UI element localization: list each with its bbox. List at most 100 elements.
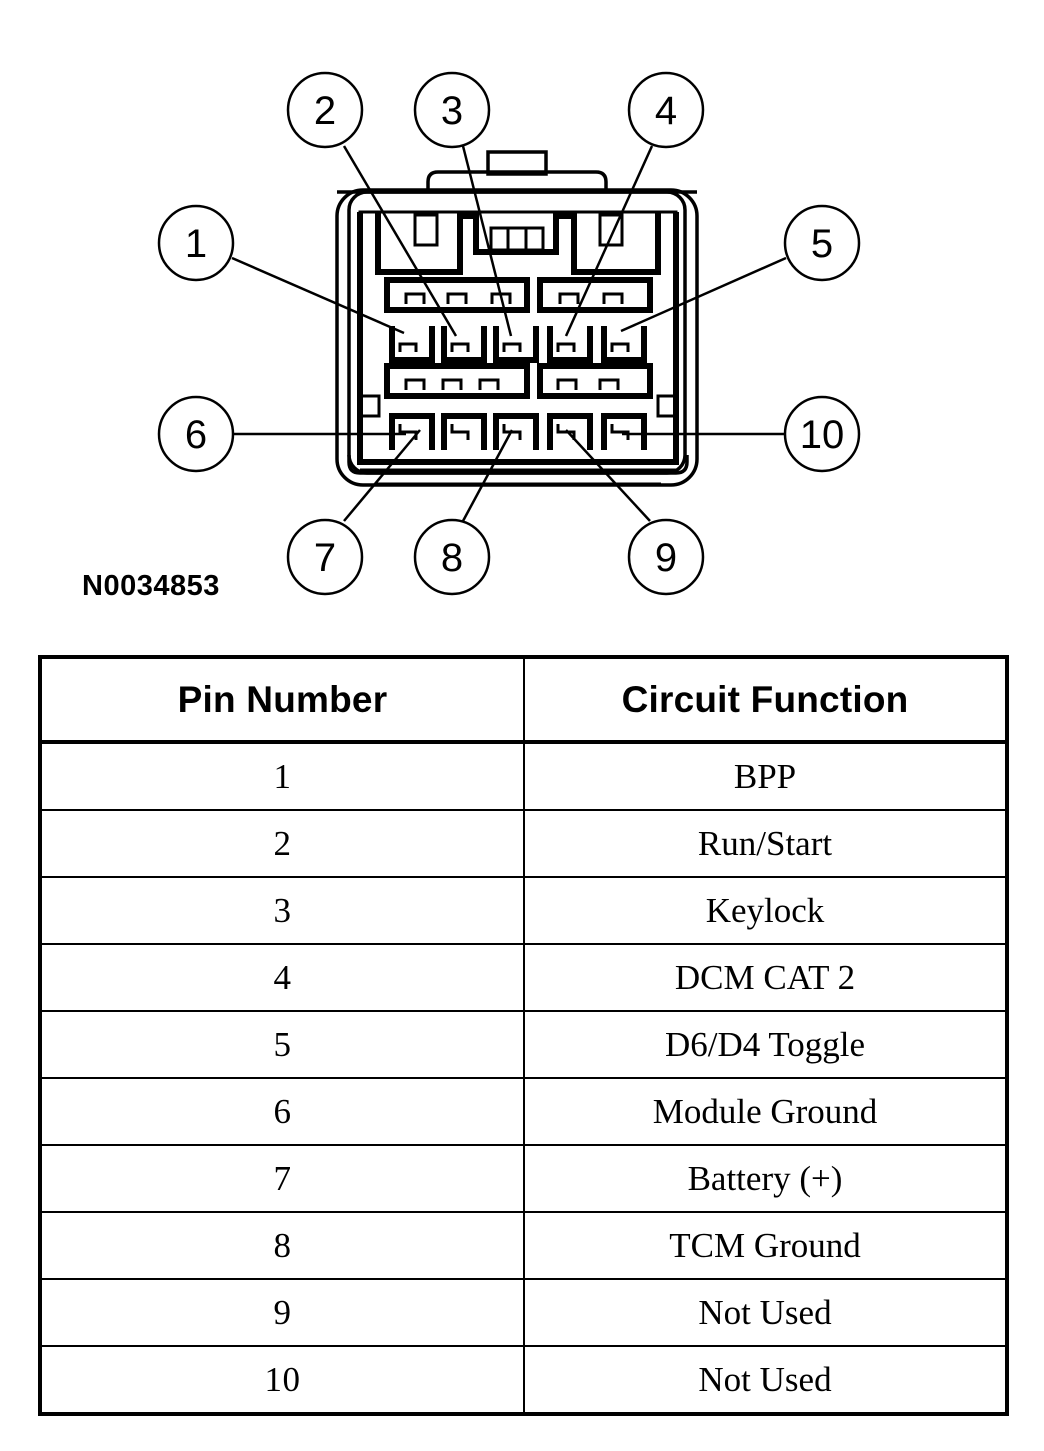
callout-number-8: 8 — [441, 536, 463, 580]
callout-7: 7 — [286, 518, 364, 596]
cell-pin-number: 3 — [39, 876, 525, 945]
callout-number-5: 5 — [811, 222, 833, 266]
callout-3: 3 — [413, 71, 491, 149]
connector-center-key-box — [489, 226, 545, 252]
table-header-row: Pin Number Circuit Function — [39, 656, 1008, 744]
tooth — [446, 292, 468, 304]
tooth — [478, 378, 500, 390]
pin-cavity-1 — [389, 326, 435, 363]
cell-pin-number: 9 — [39, 1278, 525, 1347]
column-header-circuit-function: Circuit Function — [523, 656, 1008, 744]
cell-pin-number: 8 — [39, 1211, 525, 1280]
cell-circuit-function: Module Ground — [523, 1077, 1008, 1146]
connector-latch-shoulder — [426, 170, 608, 192]
callout-number-9: 9 — [655, 536, 677, 580]
tooth — [404, 378, 426, 390]
callout-circle-10 — [783, 395, 861, 473]
leader-line-2 — [342, 145, 458, 337]
cell-circuit-function: D6/D4 Toggle — [523, 1010, 1008, 1079]
cell-circuit-function: Not Used — [523, 1278, 1008, 1347]
callout-1: 1 — [157, 204, 235, 282]
leader-line-9 — [565, 429, 651, 522]
tooth — [602, 292, 624, 304]
upper-bar-left — [384, 277, 530, 313]
upper-bar-right — [537, 277, 653, 313]
callout-leader-lines — [231, 145, 787, 522]
middle-bar-right — [537, 363, 653, 399]
callout-number-3: 3 — [441, 89, 463, 133]
cell-circuit-function: BPP — [523, 741, 1008, 811]
cell-circuit-function: Not Used — [523, 1345, 1008, 1415]
pin-cavity-8 — [493, 413, 539, 450]
callout-number-2: 2 — [314, 89, 336, 133]
cell-pin-number: 7 — [39, 1144, 525, 1213]
pin-cavity-7 — [441, 413, 487, 450]
callout-6: 6 — [157, 395, 235, 473]
connector-key-block-upper — [375, 212, 661, 275]
callout-number-4: 4 — [655, 89, 677, 133]
pin-cavity-9 — [547, 413, 593, 450]
connector-notch-right-top — [598, 213, 624, 247]
pin-cavity-row-top — [389, 326, 647, 363]
tooth — [404, 292, 426, 304]
callout-number-1: 1 — [185, 222, 207, 266]
pin-cavity-2 — [441, 326, 487, 363]
leader-line-8 — [461, 429, 514, 522]
pin-cavity-row-bottom — [389, 413, 647, 450]
connector-middle-bar-teeth — [404, 366, 620, 396]
callout-9: 9 — [627, 518, 705, 596]
callout-circle-3 — [413, 71, 491, 149]
pin-cavity-5 — [601, 326, 647, 363]
column-header-pin-number: Pin Number — [39, 656, 525, 744]
cell-pin-number: 6 — [39, 1077, 525, 1146]
connector-diagram-svg: 1 2 3 4 5 6 7 8 9 10 — [157, 71, 861, 596]
leader-line-3 — [461, 145, 513, 337]
cell-pin-number: 2 — [39, 809, 525, 878]
leader-line-5 — [620, 256, 787, 333]
connector-body — [335, 150, 699, 487]
cell-circuit-function: Battery (+) — [523, 1144, 1008, 1213]
connector-upper-bars — [384, 277, 653, 313]
callout-circle-9 — [627, 518, 705, 596]
cell-circuit-function: Keylock — [523, 876, 1008, 945]
callout-2: 2 — [286, 71, 364, 149]
leader-line-1 — [231, 256, 405, 335]
connector-top-tab — [486, 150, 548, 176]
pin-cavity-3 — [493, 326, 539, 363]
callout-circle-8 — [413, 518, 491, 596]
pin-cavity-4 — [547, 326, 593, 363]
callout-number-7: 7 — [314, 536, 336, 580]
callout-8: 8 — [413, 518, 491, 596]
cell-circuit-function: Run/Start — [523, 809, 1008, 878]
callout-4: 4 — [627, 71, 705, 149]
cell-pin-number: 4 — [39, 943, 525, 1012]
callout-circle-6 — [157, 395, 235, 473]
tooth — [598, 378, 620, 390]
callout-circle-5 — [783, 204, 861, 282]
callout-circle-1 — [157, 204, 235, 282]
connector-upper-bar-teeth — [404, 292, 624, 304]
callout-circle-2 — [286, 71, 364, 149]
callout-10: 10 — [783, 395, 861, 473]
connector-center-key-divider — [506, 228, 528, 250]
callout-circles: 1 2 3 4 5 6 7 8 9 10 — [157, 71, 861, 596]
callout-number-10: 10 — [800, 413, 845, 457]
tooth — [556, 378, 578, 390]
cell-pin-number: 1 — [39, 741, 525, 811]
connector-bottom-rail-2 — [347, 455, 689, 475]
cell-pin-number: 10 — [39, 1345, 525, 1415]
cell-pin-number: 5 — [39, 1010, 525, 1079]
callout-circle-7 — [286, 518, 364, 596]
connector-notch-left-top — [413, 213, 439, 247]
